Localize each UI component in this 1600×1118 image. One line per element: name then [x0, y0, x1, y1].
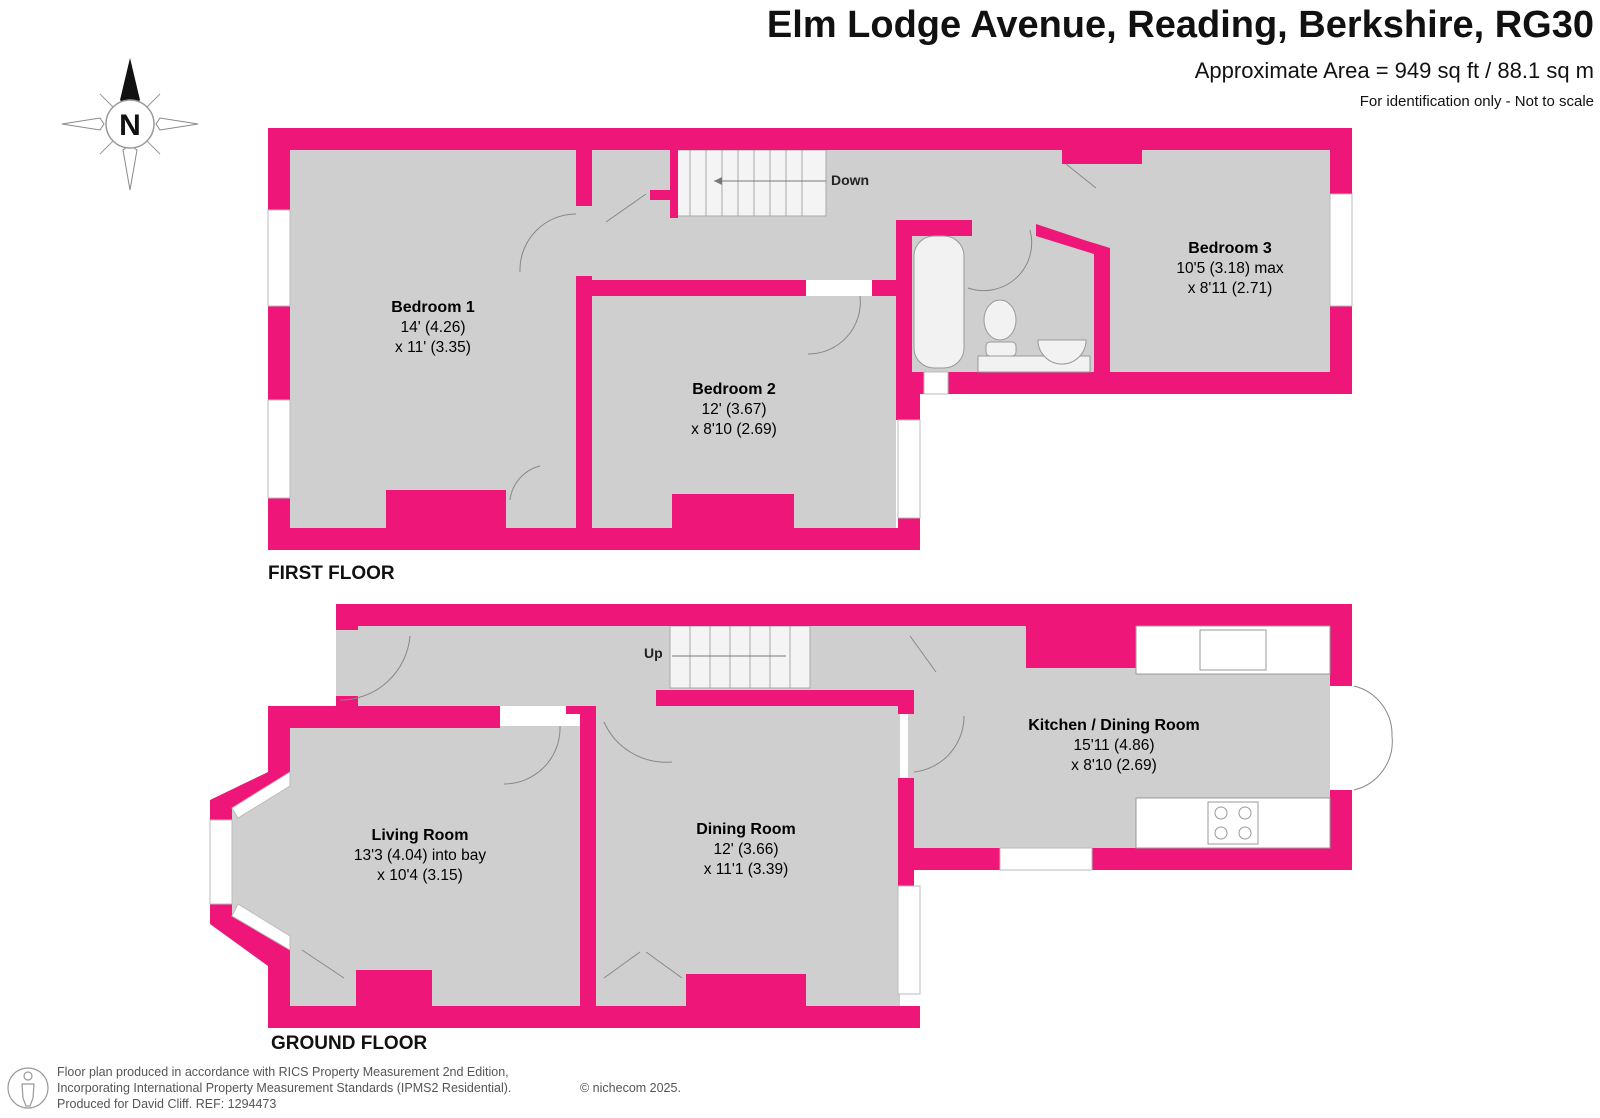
living-room-floor [232, 726, 580, 1006]
room-dim1-dining-room: 12' (3.66) [714, 841, 779, 858]
footer-copyright: © nichecom 2025. [580, 1081, 681, 1095]
room-dim1-bedroom-2: 12' (3.67) [702, 401, 767, 418]
room-dim2-kitchen-dining: x 8'10 (2.69) [1071, 757, 1157, 774]
scale-disclaimer: For identification only - Not to scale [1359, 93, 1594, 110]
room-dim2-living-room: x 10'4 (3.15) [377, 867, 463, 884]
room-dim2-bedroom-2: x 8'10 (2.69) [691, 421, 777, 438]
room-dim1-kitchen-dining: 15'11 (4.86) [1073, 737, 1154, 754]
dining-room-floor [596, 706, 900, 1006]
ground-floor-doors [301, 635, 1393, 979]
ground-floor-windows [209, 771, 1093, 995]
bedroom-3-floor [1074, 150, 1330, 372]
first-floor-stairs-label: Down [831, 172, 869, 188]
footer-notes: Floor plan produced in accordance with R… [57, 1064, 681, 1112]
room-dim2-bedroom-3: x 8'11 (2.71) [1188, 280, 1273, 297]
room-name-bedroom-2: Bedroom 2 [692, 381, 776, 398]
room-dim1-bedroom-3: 10'5 (3.18) max [1176, 260, 1283, 277]
room-dim2-bedroom-1: x 11' (3.35) [395, 339, 471, 356]
property-address-title: Elm Lodge Avenue, Reading, Berkshire, RG… [766, 4, 1594, 46]
footer-line-1: Floor plan produced in accordance with R… [57, 1065, 509, 1079]
room-dim1-living-room: 13'3 (4.04) into bay [354, 847, 486, 864]
room-name-dining-room: Dining Room [696, 821, 796, 838]
compass-icon: N [61, 58, 199, 191]
compass-north-label: N [119, 109, 141, 142]
ground-floor-stairs-label: Up [644, 645, 663, 661]
ground-floor-plan: Up [209, 604, 1393, 1028]
room-name-bedroom-3: Bedroom 3 [1188, 240, 1272, 257]
room-dim2-dining-room: x 11'1 (3.39) [704, 861, 789, 878]
kitchen-units [1135, 625, 1331, 849]
first-floor-doors [509, 163, 1097, 501]
approximate-area: Approximate Area = 949 sq ft / 88.1 sq m [1194, 58, 1594, 83]
ground-floor-label: GROUND FLOOR [271, 1033, 428, 1054]
first-floor-plan: Down [267, 128, 1353, 550]
first-floor-label: FIRST FLOOR [268, 563, 395, 584]
room-name-living-room: Living Room [372, 827, 469, 844]
bedroom-2-floor [592, 296, 896, 528]
room-dim1-bedroom-1: 14' (4.26) [401, 319, 466, 336]
bathroom-fixtures [913, 235, 1091, 373]
first-floor-windows [267, 193, 1353, 519]
first-floor-stairs [673, 149, 827, 217]
room-name-bedroom-1: Bedroom 1 [391, 299, 475, 316]
footer-line-3: Produced for David Cliff. REF: 1294473 [57, 1097, 277, 1111]
footer-line-2: Incorporating International Property Mea… [57, 1081, 512, 1095]
ground-floor-walls [210, 604, 1352, 1028]
person-icon [7, 1067, 49, 1109]
room-name-kitchen-dining: Kitchen / Dining Room [1028, 717, 1200, 734]
ground-floor-stairs [669, 625, 811, 689]
bedroom-1-floor [290, 150, 576, 528]
